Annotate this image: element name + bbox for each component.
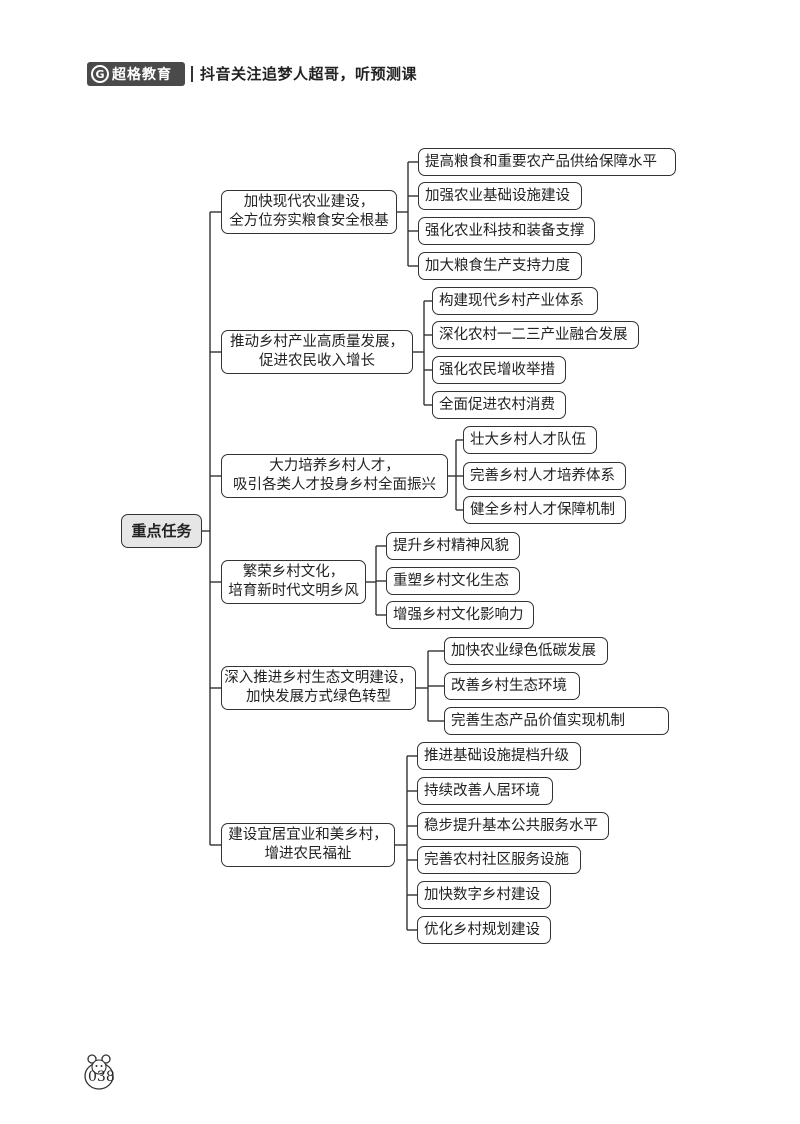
branch-6-line1: 建设宜居宜业和美乡村，	[228, 827, 388, 843]
branch-node-6: 建设宜居宜业和美乡村， 增进农民福祉	[221, 823, 395, 867]
brand-name: 超格教育	[112, 67, 172, 83]
branch-3-item-1: 壮大乡村人才队伍	[463, 426, 597, 454]
branch-node-5: 深入推进乡村生态文明建设， 加快发展方式绿色转型	[221, 666, 416, 710]
branch-5-item-2: 改善乡村生态环境	[444, 672, 580, 700]
page-number: 038	[88, 1069, 115, 1085]
branch-5-line1: 深入推进乡村生态文明建设，	[224, 670, 413, 686]
branch-node-3: 大力培养乡村人才， 吸引各类人才投身乡村全面振兴	[221, 454, 448, 498]
branch-2-line2: 促进农民收入增长	[259, 353, 375, 369]
branch-6-item-5: 加快数字乡村建设	[417, 881, 551, 909]
branch-6-item-1: 推进基础设施提档升级	[417, 742, 581, 770]
branch-4-line2: 培育新时代文明乡风	[228, 583, 359, 599]
branch-node-1: 加快现代农业建设， 全方位夯实粮食安全根基	[221, 190, 397, 234]
branch-1-item-3: 强化农业科技和装备支撑	[418, 217, 595, 245]
branch-6-item-4: 完善农村社区服务设施	[417, 846, 581, 874]
branch-5-line2: 加快发展方式绿色转型	[246, 689, 391, 705]
branch-2-item-1: 构建现代乡村产业体系	[432, 287, 598, 315]
branch-1-item-2: 加强农业基础设施建设	[418, 182, 582, 210]
branch-1-line2: 全方位夯实粮食安全根基	[229, 213, 389, 229]
branch-4-line1: 繁荣乡村文化，	[242, 564, 345, 580]
branch-6-line2: 增进农民福祉	[264, 846, 352, 862]
branch-1-line1: 加快现代农业建设，	[243, 194, 375, 210]
branch-3-item-3: 健全乡村人才保障机制	[463, 496, 626, 524]
branch-1-item-4: 加大粮食生产支持力度	[418, 252, 582, 280]
branch-3-line2: 吸引各类人才投身乡村全面振兴	[233, 477, 436, 493]
branch-4-item-1: 提升乡村精神风貌	[386, 532, 520, 560]
branch-2-line1: 推动乡村产业高质量发展，	[230, 334, 404, 350]
page-number-badge-icon	[84, 1054, 114, 1090]
branch-5-item-3: 完善生态产品价值实现机制	[444, 707, 669, 735]
branch-6-item-6: 优化乡村规划建设	[417, 916, 551, 944]
branch-3-item-2: 完善乡村人才培养体系	[463, 462, 626, 490]
branch-2-item-2: 深化农村一二三产业融合发展	[432, 321, 639, 349]
branch-6-item-2: 持续改善人居环境	[417, 777, 553, 805]
header-divider	[191, 66, 193, 82]
branch-1-item-1: 提高粮食和重要农产品供给保障水平	[418, 148, 676, 176]
root-node: 重点任务	[121, 514, 202, 548]
brand-logo-icon: G	[91, 65, 109, 83]
header-tagline: 抖音关注追梦人超哥，听预测课	[200, 65, 418, 83]
branch-2-item-4: 全面促进农村消费	[432, 391, 566, 419]
branch-node-4: 繁荣乡村文化， 培育新时代文明乡风	[221, 560, 366, 604]
branch-4-item-2: 重塑乡村文化生态	[386, 567, 520, 595]
branch-2-item-3: 强化农民增收举措	[432, 356, 566, 384]
branch-node-2: 推动乡村产业高质量发展， 促进农民收入增长	[221, 330, 413, 374]
branch-3-line1: 大力培养乡村人才，	[269, 458, 400, 474]
brand-badge: G 超格教育	[87, 62, 185, 86]
branch-6-item-3: 稳步提升基本公共服务水平	[417, 812, 609, 840]
branch-5-item-1: 加快农业绿色低碳发展	[444, 637, 608, 665]
branch-4-item-3: 增强乡村文化影响力	[386, 601, 534, 629]
